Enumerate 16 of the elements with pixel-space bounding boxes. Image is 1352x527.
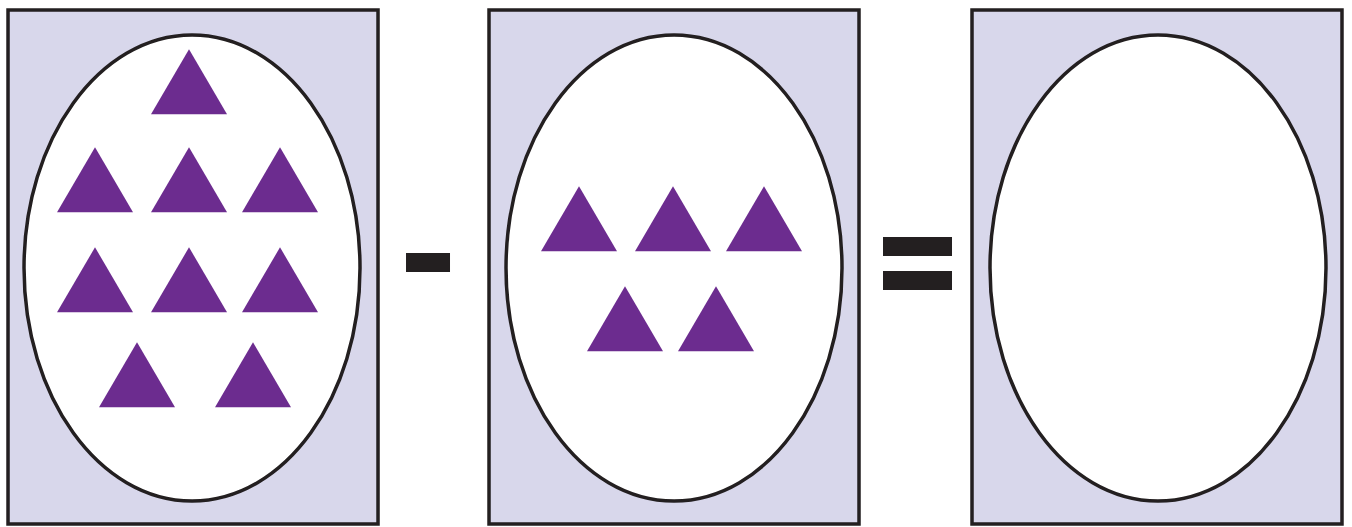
oval bbox=[504, 33, 844, 503]
triangle bbox=[151, 247, 227, 313]
oval bbox=[988, 33, 1328, 503]
triangle bbox=[242, 147, 318, 213]
triangle bbox=[99, 342, 175, 408]
triangle bbox=[726, 186, 802, 252]
triangle bbox=[587, 286, 663, 352]
triangle bbox=[242, 247, 318, 313]
triangle bbox=[215, 342, 291, 408]
triangle bbox=[57, 147, 133, 213]
triangle bbox=[541, 186, 617, 252]
triangle bbox=[151, 147, 227, 213]
triangle bbox=[151, 49, 227, 115]
triangle bbox=[635, 186, 711, 252]
triangle bbox=[678, 286, 754, 352]
triangle bbox=[57, 247, 133, 313]
